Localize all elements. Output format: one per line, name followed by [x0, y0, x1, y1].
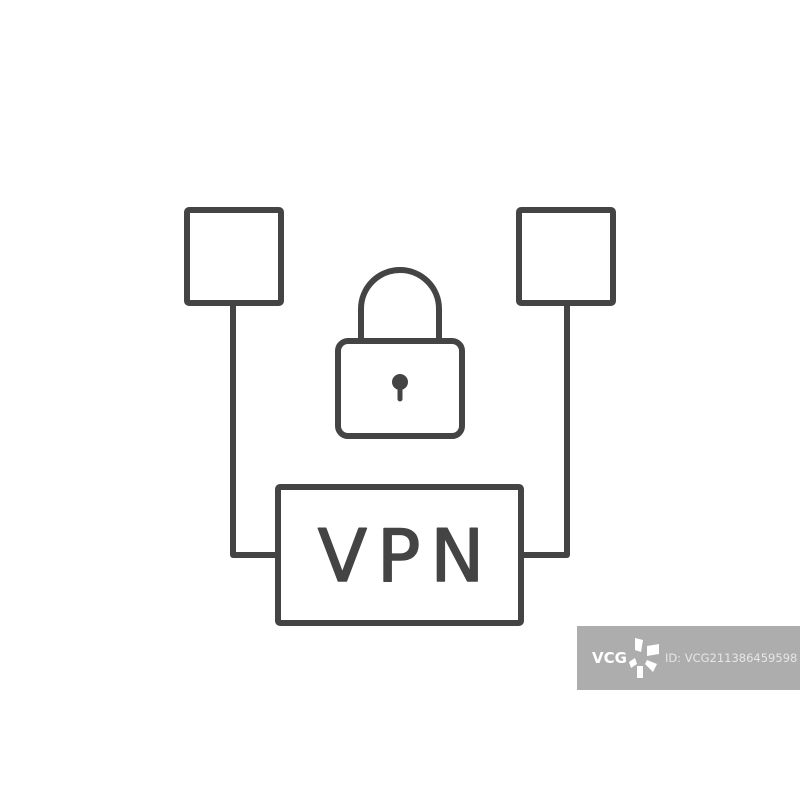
vpn-label: VPN [318, 514, 495, 598]
lock-body [335, 338, 465, 439]
watermark-burst-icon [628, 638, 659, 678]
left-node-square [184, 207, 284, 306]
watermark: VCG ID: VCG211386459598 [577, 626, 800, 690]
vpn-box [275, 484, 524, 626]
right-connector-line [518, 300, 570, 558]
right-node-square [516, 207, 616, 306]
watermark-id: ID: VCG211386459598 [664, 651, 798, 665]
watermark-logo: VCG [592, 649, 627, 667]
lock-shackle [358, 267, 442, 344]
lock-icon [335, 267, 465, 439]
left-connector-line [230, 300, 281, 558]
